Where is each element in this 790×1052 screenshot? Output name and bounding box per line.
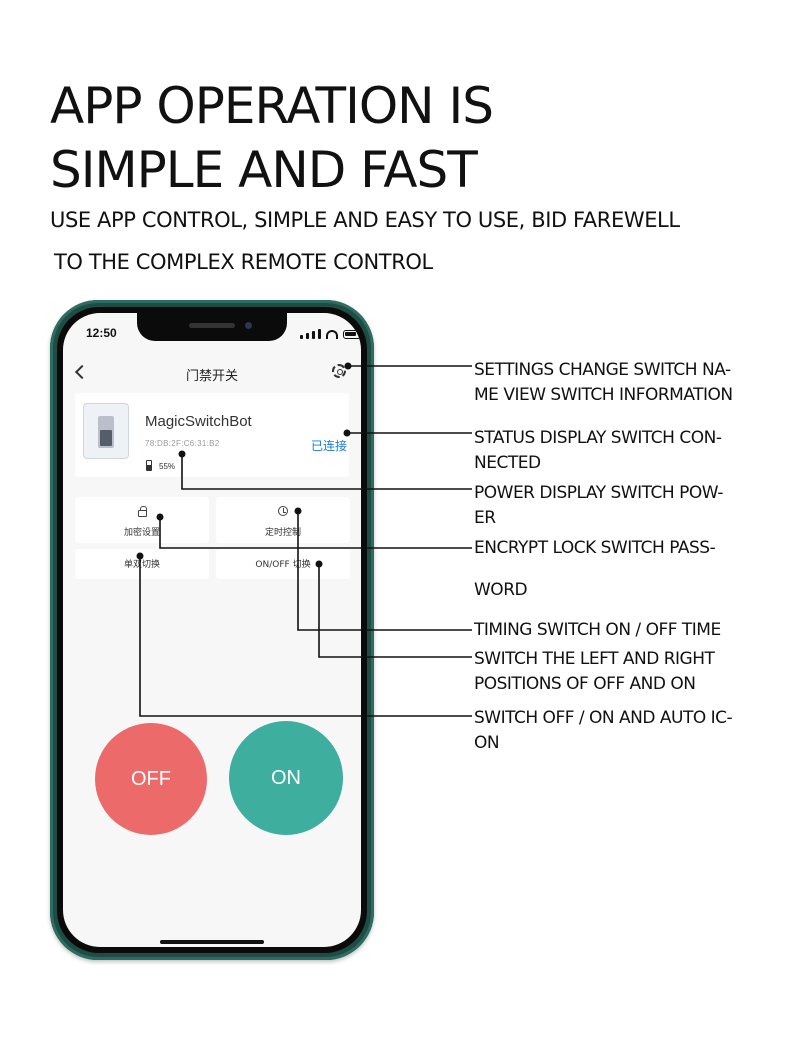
status-icons <box>300 329 361 339</box>
headline: APP OPERATION IS SIMPLE AND FAST <box>50 74 494 202</box>
connection-status: 已连接 <box>311 439 348 453</box>
callout-dot-encrypt <box>156 513 164 521</box>
encrypt-settings-label: 加密设置 <box>123 528 160 538</box>
battery-level-icon <box>146 460 152 471</box>
callout-timing: TIMING SWITCH ON / OFF TIME <box>474 620 721 640</box>
headline-line-1: APP OPERATION IS <box>50 77 494 135</box>
signal-bar-icon <box>306 333 309 339</box>
timer-control-label: 定时控制 <box>264 528 301 538</box>
callout-dot-timing <box>294 507 302 515</box>
nav-title: 门禁开关 <box>185 369 238 384</box>
battery-percent: 55% <box>159 462 176 471</box>
subheadline-line-2: TO THE COMPLEX REMOTE CONTROL <box>54 250 433 274</box>
callout-line-auto-icon <box>139 556 472 717</box>
home-indicator <box>160 940 264 944</box>
callout-auto-icon: SWITCH OFF / ON AND AUTO IC- ON <box>474 708 733 753</box>
alarm-clock-icon <box>278 506 288 516</box>
gear-icon[interactable] <box>332 364 346 378</box>
callout-line-encrypt <box>159 517 472 549</box>
signal-bar-icon <box>318 329 321 339</box>
callout-dot-power <box>178 450 186 458</box>
callout-line-switch-positions <box>318 564 472 658</box>
lock-icon <box>138 506 147 517</box>
callout-settings: SETTINGS CHANGE SWITCH NA- ME VIEW SWITC… <box>474 360 733 405</box>
callout-dot-status <box>343 429 351 437</box>
callout-line-power <box>181 454 472 490</box>
onoff-toggle-label: ON/OFF 切换 <box>255 560 311 570</box>
callout-encrypt: ENCRYPT LOCK SWITCH PASS- WORD <box>474 538 716 600</box>
callout-dot-auto-icon <box>136 552 144 560</box>
onoff-toggle-button[interactable]: ON/OFF 切换 <box>216 549 350 579</box>
callout-dot-switch-positions <box>315 560 323 568</box>
callout-power: POWER DISPLAY SWITCH POW- ER <box>474 483 723 528</box>
signal-bar-icon <box>300 335 303 339</box>
switch-thumbnail <box>83 403 129 459</box>
callout-status: STATUS DISPLAY SWITCH CON- NECTED <box>474 428 722 473</box>
status-time: 12:50 <box>86 326 117 340</box>
timer-control-button[interactable]: 定时控制 <box>216 497 350 543</box>
callout-switch-positions: SWITCH THE LEFT AND RIGHT POSITIONS OF O… <box>474 649 715 694</box>
wifi-icon <box>326 330 338 339</box>
device-mac: 78:DB:2F:C6:31:B2 <box>145 439 220 448</box>
single-double-toggle-label: 单双切换 <box>123 560 160 570</box>
off-button[interactable]: OFF <box>95 723 207 835</box>
callout-line-timing <box>297 511 472 631</box>
subheadline-line-1: USE APP CONTROL, SIMPLE AND EASY TO USE,… <box>50 208 680 232</box>
callout-dot-settings <box>344 362 352 370</box>
encrypt-settings-button[interactable]: 加密设置 <box>75 497 209 543</box>
signal-bar-icon <box>312 331 315 339</box>
notch <box>137 313 287 341</box>
on-button[interactable]: ON <box>229 721 343 835</box>
battery-icon <box>343 330 361 339</box>
headline-line-2: SIMPLE AND FAST <box>50 141 478 199</box>
device-name: MagicSwitchBot <box>145 413 252 430</box>
front-camera <box>245 322 252 329</box>
speaker-grille <box>189 323 235 328</box>
device-card: MagicSwitchBot 78:DB:2F:C6:31:B2 55% 已连接 <box>75 393 349 477</box>
